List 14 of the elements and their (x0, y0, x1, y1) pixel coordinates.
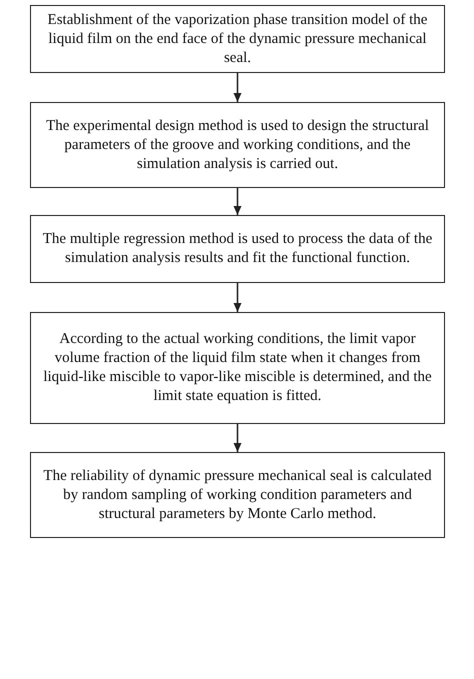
step-text: According to the actual working conditions, the limit vapor volume fraction of the liquid film state when it changes from liquid-like miscible to vapor-like miscible is determined, and the limit state equation is fitted. (42, 330, 433, 406)
arrow (234, 73, 242, 102)
arrow (234, 188, 242, 215)
process-box (30, 102, 445, 188)
process-box (30, 215, 445, 283)
process-box (30, 5, 445, 73)
step-text: The reliability of dynamic pressure mechanical seal is calculated by random sampling of working condition parameters and structural parameters by Monte Carlo method. (42, 466, 433, 524)
step-text: The experimental design method is used to design the structural parameters of the groove and working conditions, and the simulation analysis is carried out. (45, 116, 430, 174)
process-box (30, 312, 445, 424)
step-text: Establishment of the vaporization phase transition model of the liquid film on the end face of the dynamic pressure mechanical seal. (46, 10, 428, 68)
arrow (234, 283, 242, 312)
arrow (234, 424, 242, 452)
process-box (30, 452, 445, 538)
step-text: The multiple regression method is used to process the data of the simulation analysis results and fit the functional function. (42, 230, 434, 268)
